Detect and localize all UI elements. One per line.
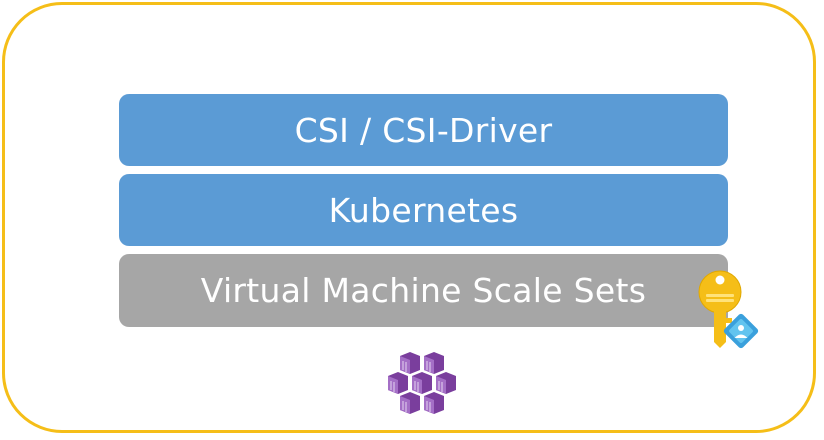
layer-csi-driver-label: CSI / CSI-Driver [294, 110, 553, 150]
layer-vmss: Virtual Machine Scale Sets [119, 254, 728, 327]
managed-identity-key-icon [698, 270, 759, 349]
layer-csi-driver: CSI / CSI-Driver [119, 94, 728, 166]
layer-kubernetes: Kubernetes [119, 174, 728, 246]
layer-vmss-label: Virtual Machine Scale Sets [200, 271, 647, 310]
kubernetes-service-icon [388, 352, 456, 414]
layer-kubernetes-label: Kubernetes [328, 190, 519, 230]
